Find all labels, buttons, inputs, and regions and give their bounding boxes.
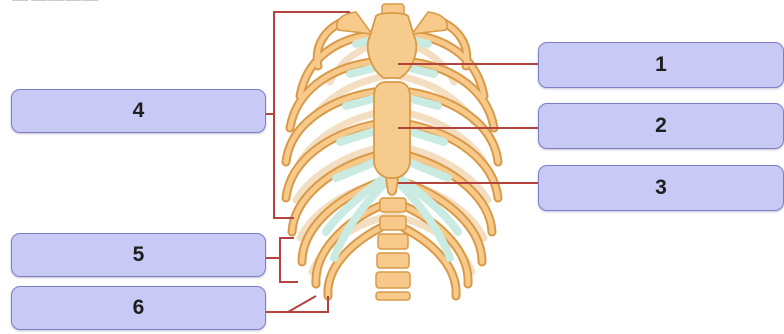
xiphoid-process (386, 178, 398, 195)
label-box-3[interactable]: 3 (538, 165, 784, 211)
label-number-6: 6 (133, 296, 145, 320)
label-number-5: 5 (133, 243, 145, 267)
label-number-4: 4 (133, 99, 145, 123)
label-number-1: 1 (655, 53, 667, 77)
label-box-4[interactable]: 4 (11, 89, 266, 133)
label-box-1[interactable]: 1 (538, 42, 784, 88)
label-number-2: 2 (655, 114, 667, 138)
label-box-2[interactable]: 2 (538, 103, 784, 149)
label-box-5[interactable]: 5 (11, 233, 266, 277)
sternum (368, 13, 417, 195)
label-number-3: 3 (655, 176, 667, 200)
label-box-6[interactable]: 6 (11, 286, 266, 330)
sternum-body (374, 82, 410, 178)
manubrium (368, 13, 417, 78)
